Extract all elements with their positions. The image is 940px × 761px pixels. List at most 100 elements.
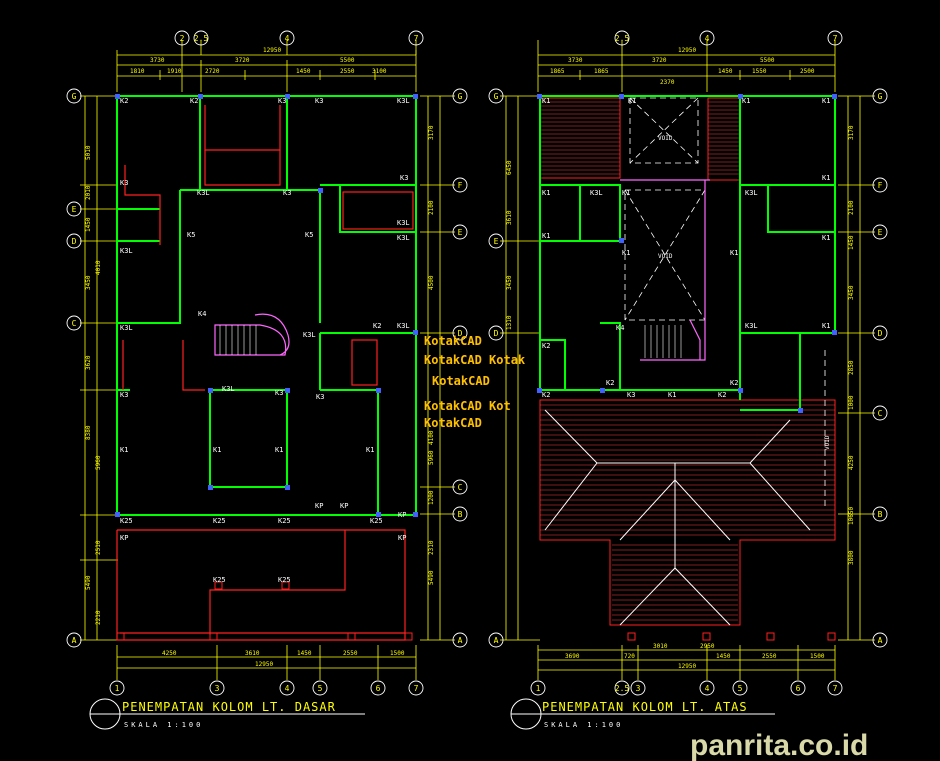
grid-label: 7	[414, 34, 419, 43]
grid-bubble	[452, 224, 468, 240]
column-label: K1	[542, 189, 550, 197]
dim-text: 2510	[95, 540, 102, 555]
grid-bubble	[530, 680, 546, 696]
left-kp-columns	[116, 581, 413, 641]
grid-bubble	[614, 30, 630, 46]
grid-label: 2.5	[194, 34, 209, 43]
right-right-dimensions	[838, 95, 875, 641]
column-label: K1	[742, 97, 750, 105]
dim-text: 4010	[95, 260, 102, 275]
grid-label: E	[878, 228, 883, 237]
column-label: K2	[542, 342, 550, 350]
column-label: K1	[622, 249, 630, 257]
grid-label: A	[878, 636, 883, 645]
grid-label: 7	[833, 684, 838, 693]
left-stair	[214, 313, 290, 356]
column-label: KP	[120, 534, 128, 542]
grid-label: 6	[376, 684, 381, 693]
column-label: K3L	[745, 189, 758, 197]
column-label: K3	[275, 389, 283, 397]
column-label: K3L	[120, 324, 133, 332]
column-label: K2	[120, 97, 128, 105]
column-label: K2	[718, 391, 726, 399]
grid-bubble	[872, 405, 888, 421]
right-stair-treads	[644, 325, 682, 358]
dim-text: 4250	[848, 455, 855, 470]
right-left-dim-text: 6450 3610 3450 1310	[506, 160, 513, 330]
left-right-dimensions	[420, 95, 455, 641]
column-label: K1	[822, 322, 830, 330]
left-column-labels: K2 K2 K3 K3 K3L K3 K3L K3 K3 K3L K3L K5 …	[120, 97, 410, 584]
dim-text: 1865	[550, 68, 565, 75]
grid-label: 2.5	[615, 34, 630, 43]
left-top-bubble-labels: 2 2.5 4 7	[180, 34, 419, 43]
grid-bubble	[66, 201, 82, 217]
right-title-block: PENEMPATAN KOLOM LT. ATAS SKALA 1:100	[510, 698, 775, 730]
dim-text: 12950	[255, 661, 273, 668]
column-label: K2	[190, 97, 198, 105]
grid-bubble	[66, 315, 82, 331]
left-side-bubbles	[66, 88, 82, 648]
dim-text: 12950	[678, 663, 696, 670]
dim-text: 1450	[718, 68, 733, 75]
grid-bubble	[452, 632, 468, 648]
dim-text: 1910	[167, 68, 182, 75]
grid-label: 7	[414, 684, 419, 693]
grid-bubble	[699, 680, 715, 696]
watermark-text: KotakCAD Kotak	[424, 353, 526, 367]
void-label: VOID	[658, 135, 673, 142]
right-title: PENEMPATAN KOLOM LT. ATAS	[542, 700, 748, 714]
dim-text: 2550	[343, 650, 358, 657]
left-bottom-bubble-labels: 1 3 4 5 6 7	[115, 684, 419, 693]
dim-text: 3450	[848, 285, 855, 300]
grid-label: 3	[215, 684, 220, 693]
watermark-text: KotakCAD	[424, 334, 482, 348]
dim-text: 4250	[162, 650, 177, 657]
right-bottom-bubbles	[530, 680, 843, 696]
grid-bubble	[408, 30, 424, 46]
grid-label: 3	[636, 684, 641, 693]
dim-text: 3610	[506, 210, 513, 225]
grid-bubble	[66, 233, 82, 249]
grid-label: 1	[536, 684, 541, 693]
void-label: VOID	[824, 435, 831, 450]
column-label: K1	[628, 97, 636, 105]
grid-label: C	[72, 319, 77, 328]
dim-text: 5490	[428, 570, 435, 585]
grid-label: 4	[285, 34, 290, 43]
dim-text: 5960	[428, 450, 435, 465]
left-side-dimensions	[80, 95, 118, 641]
left-walls	[116, 95, 417, 516]
grid-label: C	[878, 409, 883, 418]
dim-text: 2100	[428, 200, 435, 215]
column-label: K1	[366, 446, 374, 454]
right-void-lines	[624, 97, 826, 510]
column-label: K4	[616, 324, 624, 332]
grid-label: B	[458, 510, 463, 519]
dim-text: 10650	[848, 507, 855, 525]
dim-text: 2500	[800, 68, 815, 75]
grid-bubble	[872, 177, 888, 193]
right-floor-plan: 12950 3730 3720 5500 1865 1865 2370 1450…	[488, 30, 888, 696]
dim-text: 1450	[85, 217, 92, 232]
column-label: KP	[340, 502, 348, 510]
left-right-dim-text: 3170 2100 4500 4100 5960 1200 2310 5490	[428, 125, 435, 585]
grid-label: E	[494, 237, 499, 246]
column-label: K25	[278, 517, 291, 525]
site-watermark: panrita.co.id	[690, 729, 868, 761]
column-label: K1	[668, 391, 676, 399]
right-top-dimensions	[537, 40, 836, 92]
dim-text: 3720	[235, 57, 250, 64]
grid-bubble	[790, 680, 806, 696]
column-label: K1	[730, 249, 738, 257]
grid-label: C	[458, 483, 463, 492]
grid-bubble	[827, 680, 843, 696]
right-top-bubble-labels: 2.5 4 7	[615, 34, 838, 43]
dim-text: 1200	[428, 490, 435, 505]
void-label: VOID	[658, 253, 673, 260]
grid-label: B	[878, 510, 883, 519]
grid-label: G	[458, 92, 463, 101]
column-label: K1	[622, 189, 630, 197]
column-label: K1	[542, 232, 550, 240]
